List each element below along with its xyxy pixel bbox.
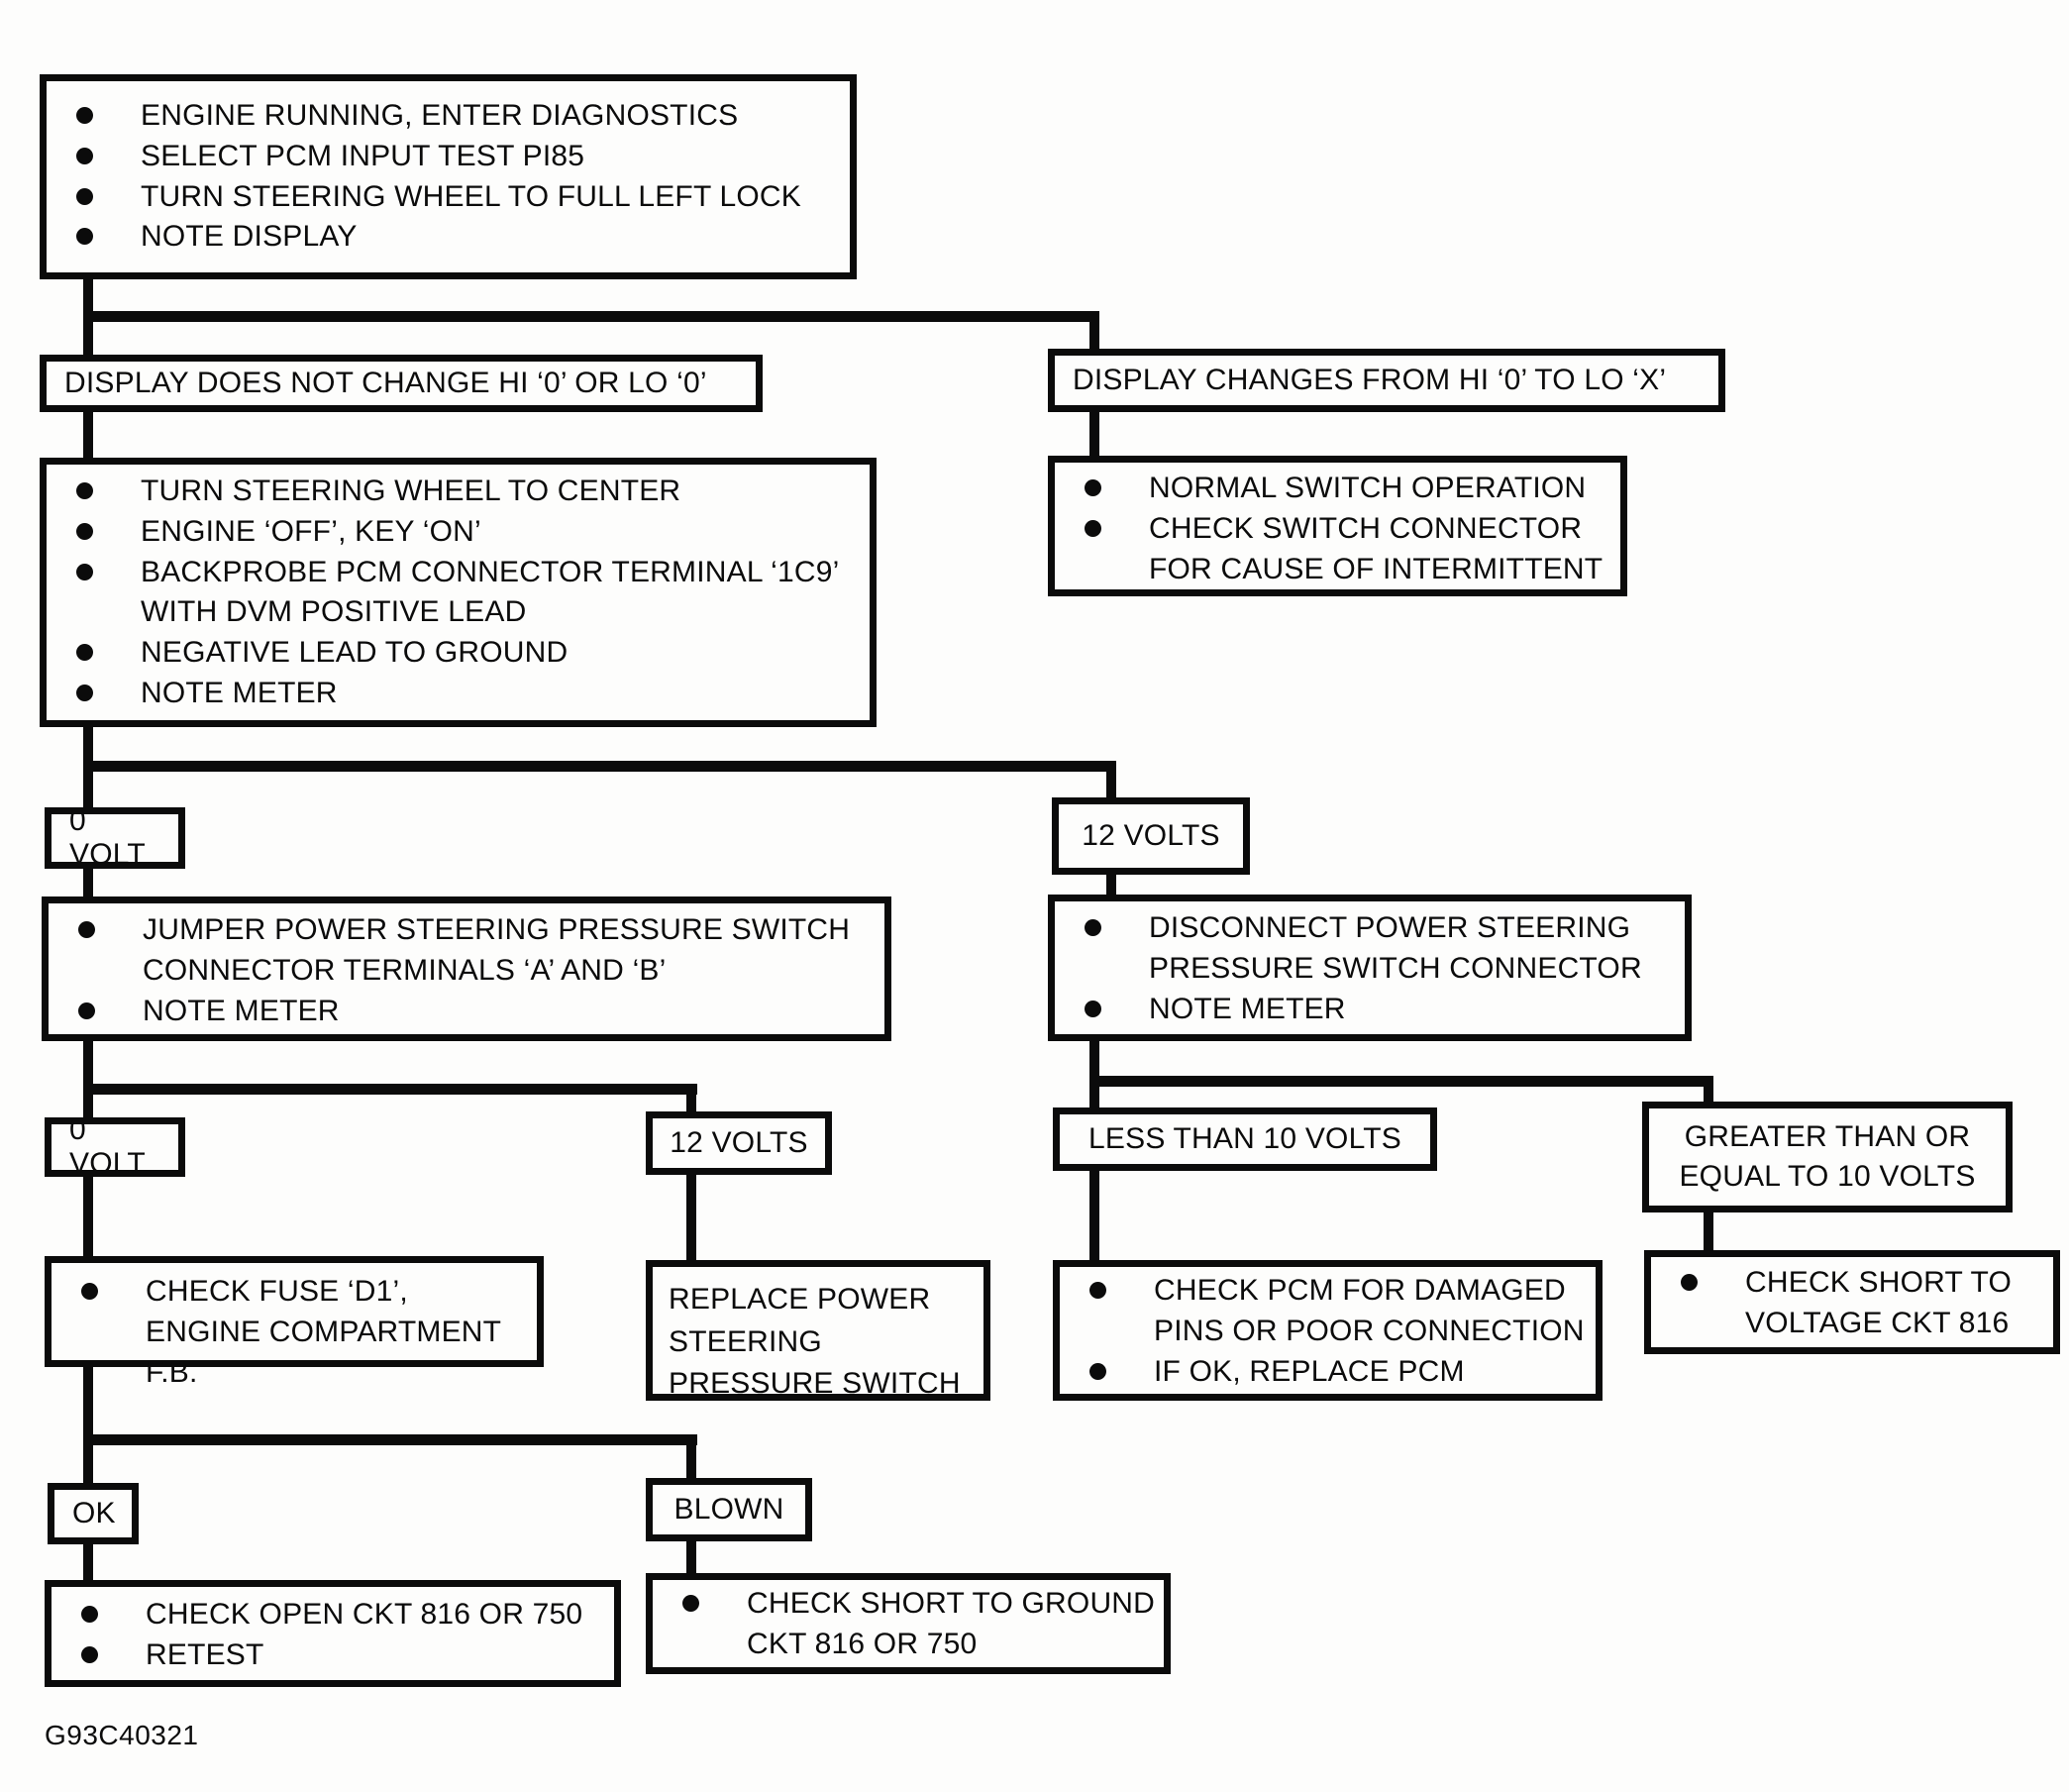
connector-probe-branch: [83, 761, 1116, 772]
bullet-icon: [682, 1595, 699, 1612]
bullet-item: NEGATIVE LEAD TO GROUND: [47, 633, 870, 674]
connector-jumper-right-drop: [686, 1084, 696, 1119]
node-replace-pressure-switch: REPLACE POWER STEERING PRESSURE SWITCH: [646, 1260, 990, 1401]
bullet-item: CHECK PCM FOR DAMAGED PINS OR POOR CONNE…: [1060, 1271, 1596, 1352]
connector-probe-right-drop: [1106, 761, 1116, 804]
node-normal-switch-operation: NORMAL SWITCH OPERATION CHECK SWITCH CON…: [1048, 456, 1627, 596]
connector-greaterequal10-down: [1704, 1207, 1713, 1256]
bullet-item: TURN STEERING WHEEL TO FULL LEFT LOCK: [47, 177, 850, 218]
node-result-12-volts-second: 12 VOLTS: [646, 1111, 832, 1175]
bullet-item: SELECT PCM INPUT TEST PI85: [47, 137, 850, 177]
bullet-icon: [1085, 919, 1101, 936]
connector-volt0b-down: [83, 1171, 93, 1262]
node-check-fuse: CHECK FUSE ‘D1’, ENGINE COMPARTMENT F.B.: [45, 1256, 544, 1389]
bullet-icon: [78, 1001, 95, 1019]
node-start-procedure: ENGINE RUNNING, ENTER DIAGNOSTICS SELECT…: [40, 74, 857, 279]
bullet-icon: [1085, 479, 1101, 496]
connector-jumper-branch: [83, 1084, 697, 1095]
bullet-icon: [76, 522, 93, 540]
bullet-icon: [76, 107, 93, 124]
connector-ok-down: [83, 1538, 93, 1586]
node-check-short-to-ground: CHECK SHORT TO GROUND CKT 816 OR 750: [646, 1573, 1171, 1674]
connector-disconnect-right-drop: [1704, 1076, 1713, 1109]
bullet-item: CHECK FUSE ‘D1’, ENGINE COMPARTMENT F.B.: [52, 1272, 537, 1393]
connector-start-branch: [83, 311, 1099, 322]
bullet-icon: [1089, 1282, 1106, 1299]
connector-changes-down: [1089, 406, 1099, 462]
bullet-item: RETEST: [52, 1635, 614, 1676]
bullet-item: NOTE DISPLAY: [47, 217, 850, 258]
bullet-item: NORMAL SWITCH OPERATION: [1055, 469, 1620, 509]
node-result-12-volts-first: 12 VOLTS: [1052, 797, 1250, 875]
node-result-fuse-blown: BLOWN: [646, 1478, 812, 1541]
bullet-item: JUMPER POWER STEERING PRESSURE SWITCH CO…: [49, 910, 884, 992]
bullet-icon: [76, 187, 93, 205]
connector-disconnect-down: [1089, 1035, 1099, 1114]
node-display-changes: DISPLAY CHANGES FROM HI ‘0’ TO LO ‘X’: [1048, 349, 1725, 412]
bullet-item: IF OK, REPLACE PCM: [1060, 1352, 1596, 1393]
connector-disconnect-branch: [1089, 1076, 1713, 1087]
bullet-item: NOTE METER: [49, 992, 884, 1032]
node-result-0-volt-second: 0 VOLT: [45, 1113, 185, 1180]
bullet-icon: [1085, 519, 1101, 537]
bullet-icon: [81, 1645, 98, 1663]
node-check-pcm: CHECK PCM FOR DAMAGED PINS OR POOR CONNE…: [1053, 1260, 1603, 1401]
bullet-item: CHECK SHORT TO GROUND CKT 816 OR 750: [653, 1584, 1164, 1665]
bullet-icon: [1681, 1274, 1698, 1291]
bullet-item: DISCONNECT POWER STEERING PRESSURE SWITC…: [1055, 908, 1685, 990]
connector-blown-down: [686, 1535, 696, 1579]
connector-start-right-drop: [1089, 311, 1099, 359]
connector-fuse-right-drop: [686, 1434, 696, 1486]
bullet-icon: [1085, 1000, 1101, 1017]
bullet-icon: [76, 684, 93, 701]
connector-nochange-down: [83, 406, 93, 464]
node-result-greater-equal-10-volts: GREATER THAN OR EQUAL TO 10 VOLTS: [1642, 1102, 2013, 1212]
connector-lessthan10-down: [1089, 1165, 1099, 1266]
bullet-item: NOTE METER: [47, 674, 870, 714]
bullet-item: CHECK OPEN CKT 816 OR 750: [52, 1595, 614, 1635]
node-result-0-volt-first: 0 VOLT: [45, 804, 185, 871]
bullet-item: CHECK SWITCH CONNECTOR FOR CAUSE OF INTE…: [1055, 509, 1620, 590]
node-jumper-switch-connector: JUMPER POWER STEERING PRESSURE SWITCH CO…: [42, 896, 891, 1041]
bullet-icon: [78, 921, 95, 938]
bullet-item: BACKPROBE PCM CONNECTOR TERMINAL ‘1C9’ W…: [47, 553, 870, 634]
bullet-item: CHECK SHORT TO VOLTAGE CKT 816: [1651, 1263, 2053, 1344]
node-display-does-not-change: DISPLAY DOES NOT CHANGE HI ‘0’ OR LO ‘0’: [40, 355, 763, 412]
connector-volt0a-down: [83, 863, 93, 904]
figure-code: G93C40321: [45, 1720, 199, 1750]
node-check-open-circuit: CHECK OPEN CKT 816 OR 750 RETEST: [45, 1580, 621, 1687]
node-disconnect-switch-connector: DISCONNECT POWER STEERING PRESSURE SWITC…: [1048, 895, 1692, 1041]
bullet-item: ENGINE ‘OFF’, KEY ‘ON’: [47, 512, 870, 553]
bullet-item: ENGINE RUNNING, ENTER DIAGNOSTICS: [47, 96, 850, 137]
node-backprobe-procedure: TURN STEERING WHEEL TO CENTER ENGINE ‘OF…: [40, 458, 877, 727]
node-result-fuse-ok: OK: [48, 1483, 139, 1544]
bullet-icon: [76, 147, 93, 164]
connector-jumper-down: [83, 1035, 93, 1124]
bullet-icon: [1089, 1362, 1106, 1380]
bullet-icon: [81, 1606, 98, 1623]
bullet-item: NOTE METER: [1055, 990, 1685, 1030]
bullet-icon: [76, 644, 93, 662]
connector-volts12b-down: [686, 1169, 696, 1266]
node-result-less-than-10-volts: LESS THAN 10 VOLTS: [1053, 1107, 1437, 1171]
bullet-icon: [81, 1283, 98, 1300]
bullet-icon: [76, 228, 93, 246]
connector-fuse-branch: [83, 1434, 697, 1445]
bullet-item: TURN STEERING WHEEL TO CENTER: [47, 472, 870, 512]
node-check-short-to-voltage: CHECK SHORT TO VOLTAGE CKT 816: [1644, 1250, 2060, 1354]
connector-volts12a-down: [1106, 869, 1116, 902]
bullet-icon: [76, 482, 93, 499]
bullet-icon: [76, 563, 93, 580]
connector-fuse-down: [83, 1361, 93, 1490]
